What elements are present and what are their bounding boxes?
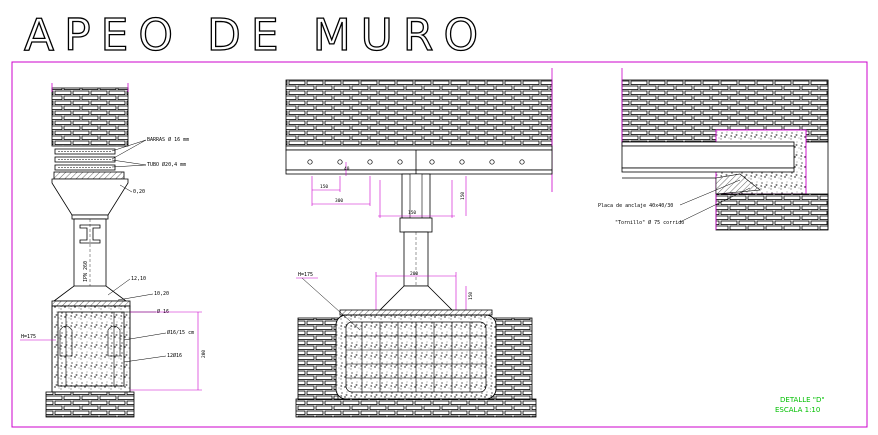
note-plate: Placa de anclaje 40x40/30 bbox=[598, 203, 673, 209]
left-bars bbox=[53, 148, 125, 180]
left-section-view: BARRAS Ø 16 mm TUBO Ø20,4 mm 0,20 IPN 26… bbox=[20, 83, 207, 418]
label-depth-left: H=175 bbox=[21, 334, 36, 340]
label-plate: 0,20 bbox=[133, 189, 145, 195]
middle-brick-wall bbox=[285, 79, 553, 147]
dim-middle-2: 300 bbox=[335, 198, 343, 204]
label-col1: 12,10 bbox=[131, 276, 146, 282]
label-depth-middle: H=175 bbox=[298, 272, 313, 278]
dim-middle-6: 200 bbox=[410, 271, 418, 277]
label-barras: BARRAS Ø 16 mm bbox=[147, 136, 189, 143]
label-ipn: IPN 260 bbox=[83, 261, 89, 282]
title-text: APEO DE MURO bbox=[24, 10, 488, 56]
label-col5: 12Ø16 bbox=[167, 352, 182, 359]
drawing-frame bbox=[11, 61, 868, 428]
label-col2: 10,20 bbox=[154, 291, 169, 297]
scale-label: ESCALA 1:10 bbox=[775, 406, 820, 414]
detail-label: DETALLE "D" bbox=[780, 396, 825, 404]
note-bolt: "Tornillo" Ø 75 corrido bbox=[615, 219, 684, 226]
beam-bolts bbox=[307, 159, 525, 165]
left-brick-wall-top bbox=[51, 87, 129, 147]
right-steel-beam bbox=[621, 145, 795, 169]
left-footing bbox=[51, 305, 131, 393]
left-head-plate bbox=[51, 178, 129, 216]
dim-middle-5: 150 bbox=[460, 192, 466, 200]
middle-elevation-view: 150 300 40 150 150 200 150 bbox=[285, 68, 553, 418]
dim-middle-3: 40 bbox=[344, 166, 350, 172]
right-detail-view: Placa de anclaje 40x40/30 "Tornillo" Ø 7… bbox=[598, 68, 829, 231]
drawing-title: APEO DE MURO bbox=[23, 9, 488, 56]
dim-middle-4: 150 bbox=[408, 210, 416, 216]
dim-middle-7: 150 bbox=[468, 292, 474, 300]
middle-steel-beam bbox=[285, 149, 553, 171]
dim-middle-1: 150 bbox=[320, 184, 328, 190]
label-col3: Ø 16 bbox=[157, 308, 169, 315]
label-tubo: TUBO Ø20,4 mm bbox=[147, 161, 186, 168]
label-depth-right: 200 bbox=[201, 350, 207, 358]
label-col4: Ø16/15 cm bbox=[167, 329, 194, 336]
